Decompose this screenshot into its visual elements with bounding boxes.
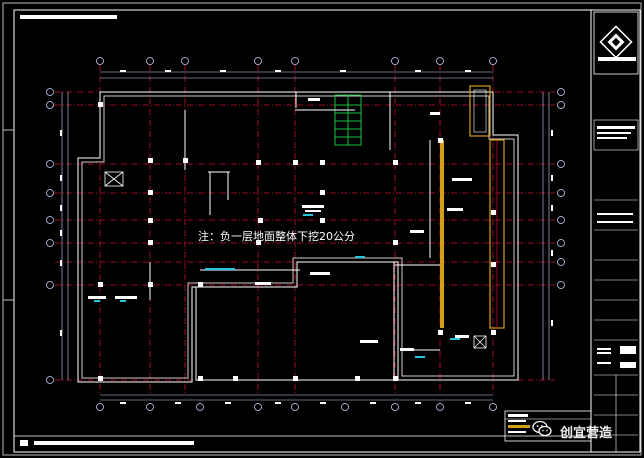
design-note: 注：负一层地面整体下挖20公分: [198, 230, 355, 243]
axis-bubbles-right: [557, 88, 565, 289]
dimension-ticks: [60, 70, 553, 404]
axis-bubbles-left: [46, 88, 54, 384]
watermark-text: 创宜营造: [560, 426, 613, 441]
room-labels: [88, 98, 472, 351]
axis-bubbles-bottom: [96, 403, 497, 411]
stair-green: [334, 94, 362, 146]
axis-bubbles-top: [96, 57, 497, 65]
bottom-title-strip: [14, 410, 592, 446]
partitions: [149, 92, 440, 351]
columns: [98, 102, 496, 381]
company-logo-icon: [599, 25, 633, 59]
cyan-markers: [94, 214, 460, 358]
wechat-icon: [532, 420, 552, 437]
inner-frame: [13, 9, 641, 453]
void-boxes: [104, 171, 487, 349]
corridor-hatch: [440, 85, 505, 329]
title-block: [593, 11, 639, 452]
